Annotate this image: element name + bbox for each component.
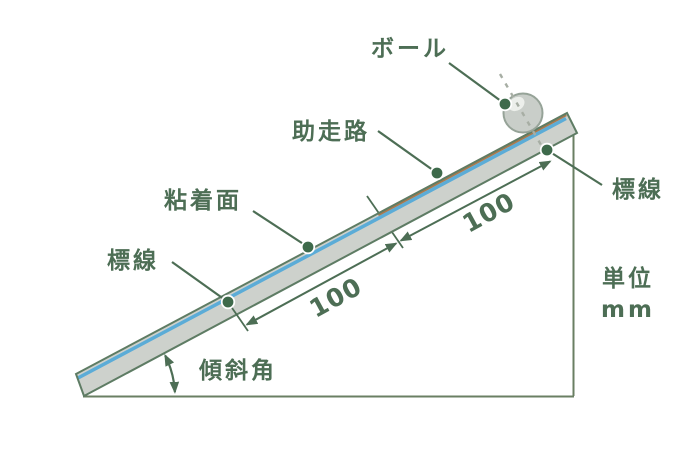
label-unit-line1: 単位 bbox=[602, 265, 654, 292]
pointer-line-ball bbox=[448, 62, 506, 105]
pointer-line-adhesive bbox=[252, 210, 309, 248]
pointer-dot-mark-left bbox=[220, 294, 236, 310]
dimension-value-lower: 100 bbox=[305, 272, 367, 324]
label-adhesive-surface: 粘着面 bbox=[164, 187, 242, 214]
label-mark-line-left: 標線 bbox=[107, 247, 159, 274]
label-unit-line2: mm bbox=[601, 297, 655, 323]
pointer-line-mark-left bbox=[171, 261, 229, 303]
label-incline-angle: 傾斜角 bbox=[198, 357, 277, 384]
pointer-dot-mark-right bbox=[539, 142, 555, 158]
label-ball: ボール bbox=[371, 36, 449, 62]
dimension-line-upper bbox=[399, 160, 552, 242]
lower-extension-line bbox=[229, 304, 249, 332]
label-runway: 助走路 bbox=[292, 118, 370, 145]
ball-normal-dashed-line bbox=[498, 73, 550, 158]
pointer-dot-adhesive bbox=[300, 239, 316, 255]
pointer-line-runway bbox=[377, 130, 438, 174]
incline-angle-arc bbox=[164, 353, 180, 394]
label-mark-line-right: 標線 bbox=[612, 176, 664, 203]
pointer-line-mark-right bbox=[546, 149, 603, 186]
dimension-line-lower bbox=[245, 242, 398, 326]
pointer-dot-ball bbox=[497, 96, 513, 112]
pointer-dot-runway bbox=[429, 165, 445, 181]
